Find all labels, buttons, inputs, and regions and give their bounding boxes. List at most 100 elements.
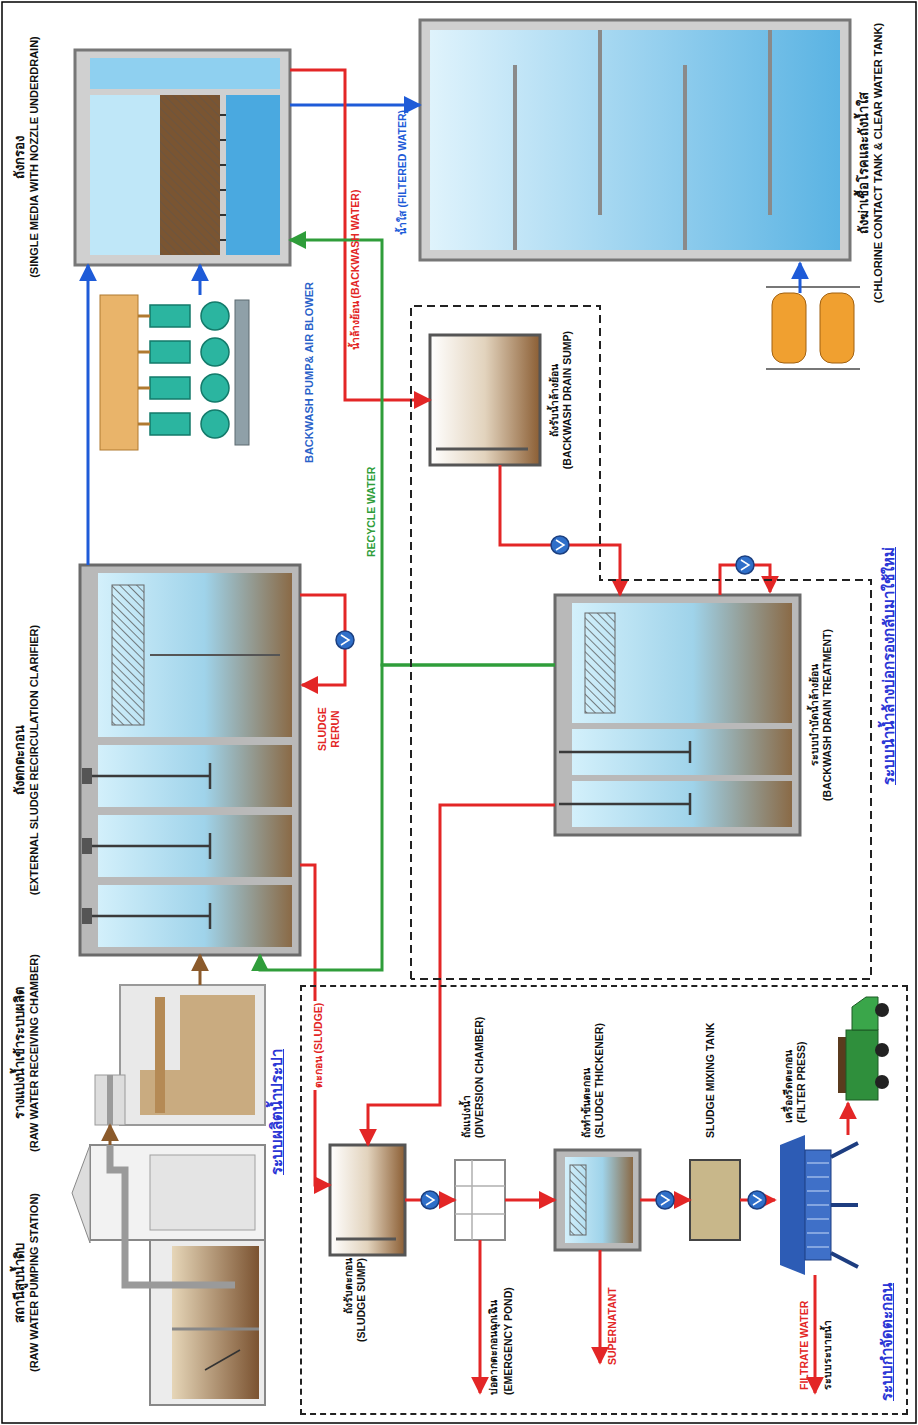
filter-drawing-part-part (220, 214, 226, 216)
thickener-drawing-part (565, 1157, 633, 1243)
region-outline (410, 305, 872, 980)
chlorine-tank-drawing-part-part (513, 65, 517, 250)
process-unit: สถานีสูบน้ำดิบ(RAW WATER PUMPING STATION… (70, 1145, 265, 1405)
process-unit: ถังกรอง(SINGLE MEDIA WITH NOZZLE UNDERDR… (75, 50, 290, 265)
unit-subtitle: (BACKWASH DRAIN TREATMENT) (821, 585, 834, 845)
clarifier-drawing-part (112, 585, 144, 725)
chlorinator-drawing-part (772, 293, 806, 363)
system-region: ระบบกำจัดตะกอน ถังรับตะกอน(SLUDGE SUMP) ถั… (300, 985, 908, 1415)
backwash-treatment-drawing-part-part (559, 751, 690, 754)
filter-drawing-part (220, 115, 226, 240)
backwash-pump-drawing-part-part (150, 305, 190, 327)
clarifier-drawing-part-part (209, 763, 212, 789)
filter-press-drawing-part (831, 1143, 858, 1267)
backwash-sump-drawing-part (430, 335, 540, 465)
pump-symbol-part (336, 631, 354, 649)
chlorine-tank-drawing-part-part (683, 65, 687, 250)
unit-title: ระบบกำจัดตะกอน (878, 1201, 897, 1401)
backwash-pump-drawing-part (138, 316, 150, 424)
pumping-station-drawing-part (150, 1240, 265, 1405)
unit-label: ถังกรอง(SINGLE MEDIA WITH NOZZLE UNDERDR… (12, 7, 42, 307)
sludge-sump-drawing-part (336, 1238, 396, 1241)
unit-title: ถังรับน้ำล้างย้อน (548, 305, 561, 495)
backwash-pump-drawing-part-part (150, 413, 190, 435)
unit-label: สถานีสูบน้ำดิบ(RAW WATER PUMPING STATION… (12, 1170, 42, 1395)
filter-press-drawing-part-part (807, 1204, 829, 1206)
clarifier-drawing-part-part (209, 903, 212, 929)
pumping-station-drawing-part (205, 1350, 240, 1370)
pipe-connector (199, 265, 202, 295)
backwash-sump-drawing-part (436, 448, 528, 451)
backwash-pump-drawing (100, 295, 249, 450)
pumping-station-drawing (72, 1145, 265, 1405)
filter-drawing-part (226, 95, 280, 255)
chlorinator-drawing-part (766, 287, 860, 369)
thickener-drawing-part (555, 1150, 640, 1250)
filter-press-drawing-part (807, 1163, 829, 1247)
unit-label: ระบบบำบัดน้ำล้างย้อน(BACKWASH DRAIN TREA… (808, 585, 834, 845)
receiving-chamber-drawing-part (107, 1075, 113, 1125)
unit-title: ระบบบำบัดน้ำล้างย้อน (808, 585, 821, 845)
process-unit: ถังรับน้ำล้างย้อน(BACKWASH DRAIN SUMP) (430, 335, 540, 465)
truck-drawing (838, 997, 889, 1100)
thickener-drawing-part (570, 1165, 586, 1235)
clarifier-drawing-part-part (84, 775, 210, 778)
backwash-treatment-drawing-part-part (689, 741, 692, 763)
truck-drawing-part (846, 1030, 878, 1100)
annotation-text: FILTRATE WATER (798, 1280, 811, 1390)
unit-subtitle: (EXTERNAL SLUDGE RECIRCULATION CLARIFIER… (28, 585, 42, 935)
unit-label: ถังแบ่งน้ำ(DIVERSION CHAMBER) (460, 988, 486, 1138)
unit-title: สถานีสูบน้ำดิบ (12, 1170, 28, 1395)
process-unit: รางแบ่งน้ำเข้าระบบผลิต(RAW WATER RECEIVI… (70, 985, 265, 1125)
thickener-drawing-part (599, 1250, 602, 1363)
pump-mark (341, 540, 761, 1205)
annotation-label: SUPERNATANT (606, 1255, 619, 1365)
chlorine-tank-drawing-part-part (598, 30, 602, 215)
pipe-connector (300, 865, 330, 1185)
annotation-text: SLUDGE RERUN (316, 693, 342, 765)
chlorinator-drawing-part (820, 293, 854, 363)
backwash-pump-drawing-part-part (138, 423, 150, 426)
chlorine-tank-drawing-part (430, 30, 840, 250)
filter-drawing-part-part (220, 114, 226, 116)
pump-mark-part (426, 1195, 434, 1205)
filter-press-drawing-part-part (807, 1218, 829, 1220)
pipe-label: ตะกอน (SLUDGE) (308, 988, 326, 1103)
filter-drawing-part (90, 58, 280, 89)
pipe-connector (505, 1199, 555, 1202)
backwash-treatment-drawing-part (555, 595, 800, 835)
annotation-label: บ่อตากตะกอนฉุกเฉิน (487, 1245, 500, 1395)
pump-symbol-part (748, 1191, 766, 1209)
annotation-text: (EMERGENCY POND) (502, 1245, 515, 1395)
filter-drawing-part-part (220, 239, 226, 241)
process-unit: เครื่องรีดตะกอน(FILTER PRESS) (777, 1133, 862, 1273)
pumping-station-drawing-part (90, 1145, 265, 1240)
unit-label: ถังตกตะกอน(EXTERNAL SLUDGE RECIRCULATION… (12, 585, 42, 935)
filter-press-drawing-part-part (807, 1176, 829, 1178)
unit-label: ถังรับตะกอน(SLUDGE SUMP) (342, 1258, 368, 1393)
backwash-treatment-drawing-part (559, 741, 690, 815)
sludge-sump-drawing (330, 1145, 405, 1255)
receiving-chamber-drawing-part (155, 997, 165, 1113)
pipe-connector (500, 465, 620, 595)
unit-label: ระบบกำจัดตะกอน (878, 1201, 897, 1401)
pump-symbol-part (736, 556, 754, 574)
thickener-drawing (555, 1150, 640, 1363)
pipe-connector (290, 240, 555, 665)
filter-drawing-part (160, 95, 220, 255)
chlorinator-drawing (766, 263, 860, 369)
diversion-chamber-drawing-part (479, 1240, 482, 1393)
unit-title: ถังตกตะกอน (12, 585, 28, 935)
process-unit: SLUDGE MIXING TANK (692, 1158, 742, 1238)
filter-press-drawing (780, 1103, 858, 1393)
filter-press-drawing-part (805, 1150, 831, 1260)
process-unit: ถังทำข้นตะกอน(SLUDGE THICKENER) (557, 1148, 642, 1248)
pumping-station-drawing-part (172, 1246, 259, 1399)
process-unit: BACKWASH PUMP& AIR BLOWER (100, 295, 295, 450)
backwash-pump-drawing-part-part (201, 302, 229, 330)
pipe-label-text: น้ำใส (FILTERED WATER) (396, 110, 409, 275)
unit-label: ถังทำข้นตะกอน(SLUDGE THICKENER) (580, 988, 606, 1138)
annotation-label: (EMERGENCY POND) (502, 1245, 515, 1395)
filter-press-drawing-part-part (807, 1190, 829, 1192)
